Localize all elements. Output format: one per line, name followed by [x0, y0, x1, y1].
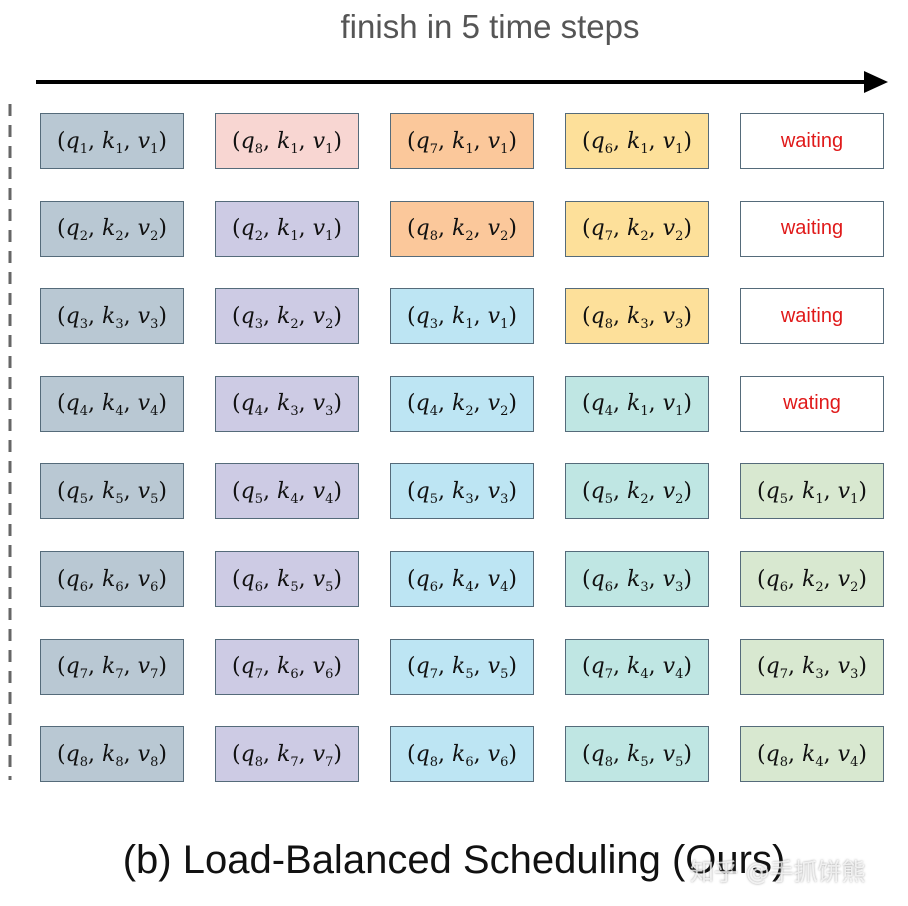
qkv-cell: (q3, k3, v3)	[40, 288, 184, 345]
waiting-cell: wating	[740, 375, 884, 432]
qkv-cell: (q8, k3, v3)	[565, 288, 709, 345]
waiting-label: waiting	[780, 129, 844, 152]
watermark: 知乎 @手抓饼熊	[690, 858, 866, 886]
qkv-label: (q5, k3, v3)	[407, 478, 517, 507]
qkv-label: (q4, k2, v2)	[407, 391, 517, 420]
qkv-label: (q8, k6, v6)	[407, 741, 517, 770]
qkv-cell: (q5, k5, v5)	[40, 463, 184, 520]
qkv-cell: (q7, k7, v7)	[40, 638, 184, 695]
waiting-cell: waiting	[740, 288, 884, 345]
qkv-label: (q4, k1, v1)	[582, 391, 692, 420]
qkv-cell: (q2, k1, v1)	[215, 200, 359, 257]
qkv-label: (q8, k8, v8)	[57, 741, 167, 770]
figure-caption: (b) Load-Balanced Scheduling (Ours)	[122, 838, 786, 882]
qkv-cell: (q7, k3, v3)	[740, 638, 884, 695]
time-arrow	[36, 71, 888, 93]
qkv-label: (q8, k1, v1)	[232, 128, 342, 157]
qkv-cell: (q4, k2, v2)	[390, 375, 534, 432]
qkv-label: (q8, k7, v7)	[232, 741, 342, 770]
qkv-cell: (q6, k6, v6)	[40, 551, 184, 607]
qkv-cell: (q8, k8, v8)	[40, 726, 184, 783]
waiting-label: waiting	[780, 304, 844, 327]
qkv-cell: (q7, k6, v6)	[215, 638, 359, 695]
qkv-label: (q7, k4, v4)	[582, 654, 692, 683]
qkv-label: (q2, k1, v1)	[232, 216, 342, 245]
qkv-label: (q7, k2, v2)	[582, 216, 692, 245]
qkv-cell: (q4, k1, v1)	[565, 375, 709, 432]
qkv-label: (q5, k2, v2)	[582, 478, 692, 507]
qkv-label: (q5, k1, v1)	[757, 478, 867, 507]
qkv-cell: (q4, k4, v4)	[40, 375, 184, 432]
qkv-cell: (q6, k5, v5)	[215, 551, 359, 607]
qkv-cell: (q3, k2, v2)	[215, 288, 359, 345]
qkv-label: (q8, k4, v4)	[757, 741, 867, 770]
qkv-cell: (q5, k2, v2)	[565, 463, 709, 520]
qkv-label: (q3, k2, v2)	[232, 303, 342, 332]
waiting-label: waiting	[780, 217, 844, 240]
qkv-cell: (q7, k4, v4)	[565, 638, 709, 695]
qkv-label: (q3, k1, v1)	[407, 303, 517, 332]
qkv-cell: (q4, k3, v3)	[215, 375, 359, 432]
qkv-label: (q7, k5, v5)	[407, 654, 517, 683]
waiting-cell: waiting	[740, 200, 884, 257]
qkv-label: (q3, k3, v3)	[57, 303, 167, 332]
qkv-cell: (q8, k2, v2)	[390, 200, 534, 257]
qkv-label: (q6, k5, v5)	[232, 566, 342, 595]
qkv-cell: (q3, k1, v1)	[390, 288, 534, 345]
qkv-label: (q4, k3, v3)	[232, 391, 342, 420]
qkv-label: (q5, k5, v5)	[57, 478, 167, 507]
qkv-label: (q6, k4, v4)	[407, 566, 517, 595]
qkv-cell: (q5, k1, v1)	[740, 463, 884, 520]
qkv-label: (q5, k4, v4)	[232, 478, 342, 507]
qkv-cell: (q6, k2, v2)	[740, 551, 884, 607]
qkv-cell: (q2, k2, v2)	[40, 200, 184, 257]
qkv-cell: (q8, k4, v4)	[740, 726, 884, 783]
qkv-cell: (q5, k3, v3)	[390, 463, 534, 520]
time-steps-title: finish in 5 time steps	[340, 8, 640, 45]
qkv-label: (q8, k3, v3)	[582, 303, 692, 332]
qkv-cell: (q7, k1, v1)	[390, 113, 534, 169]
qkv-label: (q7, k1, v1)	[407, 128, 517, 157]
qkv-cell: (q8, k1, v1)	[215, 113, 359, 169]
qkv-label: (q4, k4, v4)	[57, 391, 167, 420]
qkv-cell: (q7, k2, v2)	[565, 200, 709, 257]
qkv-cell: (q8, k5, v5)	[565, 726, 709, 783]
qkv-label: (q6, k2, v2)	[757, 566, 867, 595]
qkv-cell: (q5, k4, v4)	[215, 463, 359, 520]
qkv-label: (q2, k2, v2)	[57, 216, 167, 245]
qkv-label: (q1, k1, v1)	[57, 128, 167, 157]
qkv-cell: (q6, k1, v1)	[565, 113, 709, 169]
qkv-label: (q7, k6, v6)	[232, 654, 342, 683]
qkv-label: (q7, k7, v7)	[57, 654, 167, 683]
qkv-label: (q7, k3, v3)	[757, 654, 867, 683]
qkv-cell: (q6, k3, v3)	[565, 551, 709, 607]
qkv-label: (q6, k1, v1)	[582, 128, 692, 157]
qkv-label: (q6, k3, v3)	[582, 566, 692, 595]
qkv-cell: (q6, k4, v4)	[390, 551, 534, 607]
qkv-label: (q8, k2, v2)	[407, 216, 517, 245]
qkv-label: (q8, k5, v5)	[582, 741, 692, 770]
qkv-label: (q6, k6, v6)	[57, 566, 167, 595]
waiting-cell: waiting	[740, 113, 884, 169]
waiting-label: wating	[783, 392, 841, 415]
qkv-cell: (q7, k5, v5)	[390, 638, 534, 695]
qkv-cell: (q1, k1, v1)	[40, 113, 184, 169]
qkv-cell: (q8, k7, v7)	[215, 726, 359, 783]
dashed-divider	[8, 104, 12, 780]
qkv-cell: (q8, k6, v6)	[390, 726, 534, 783]
